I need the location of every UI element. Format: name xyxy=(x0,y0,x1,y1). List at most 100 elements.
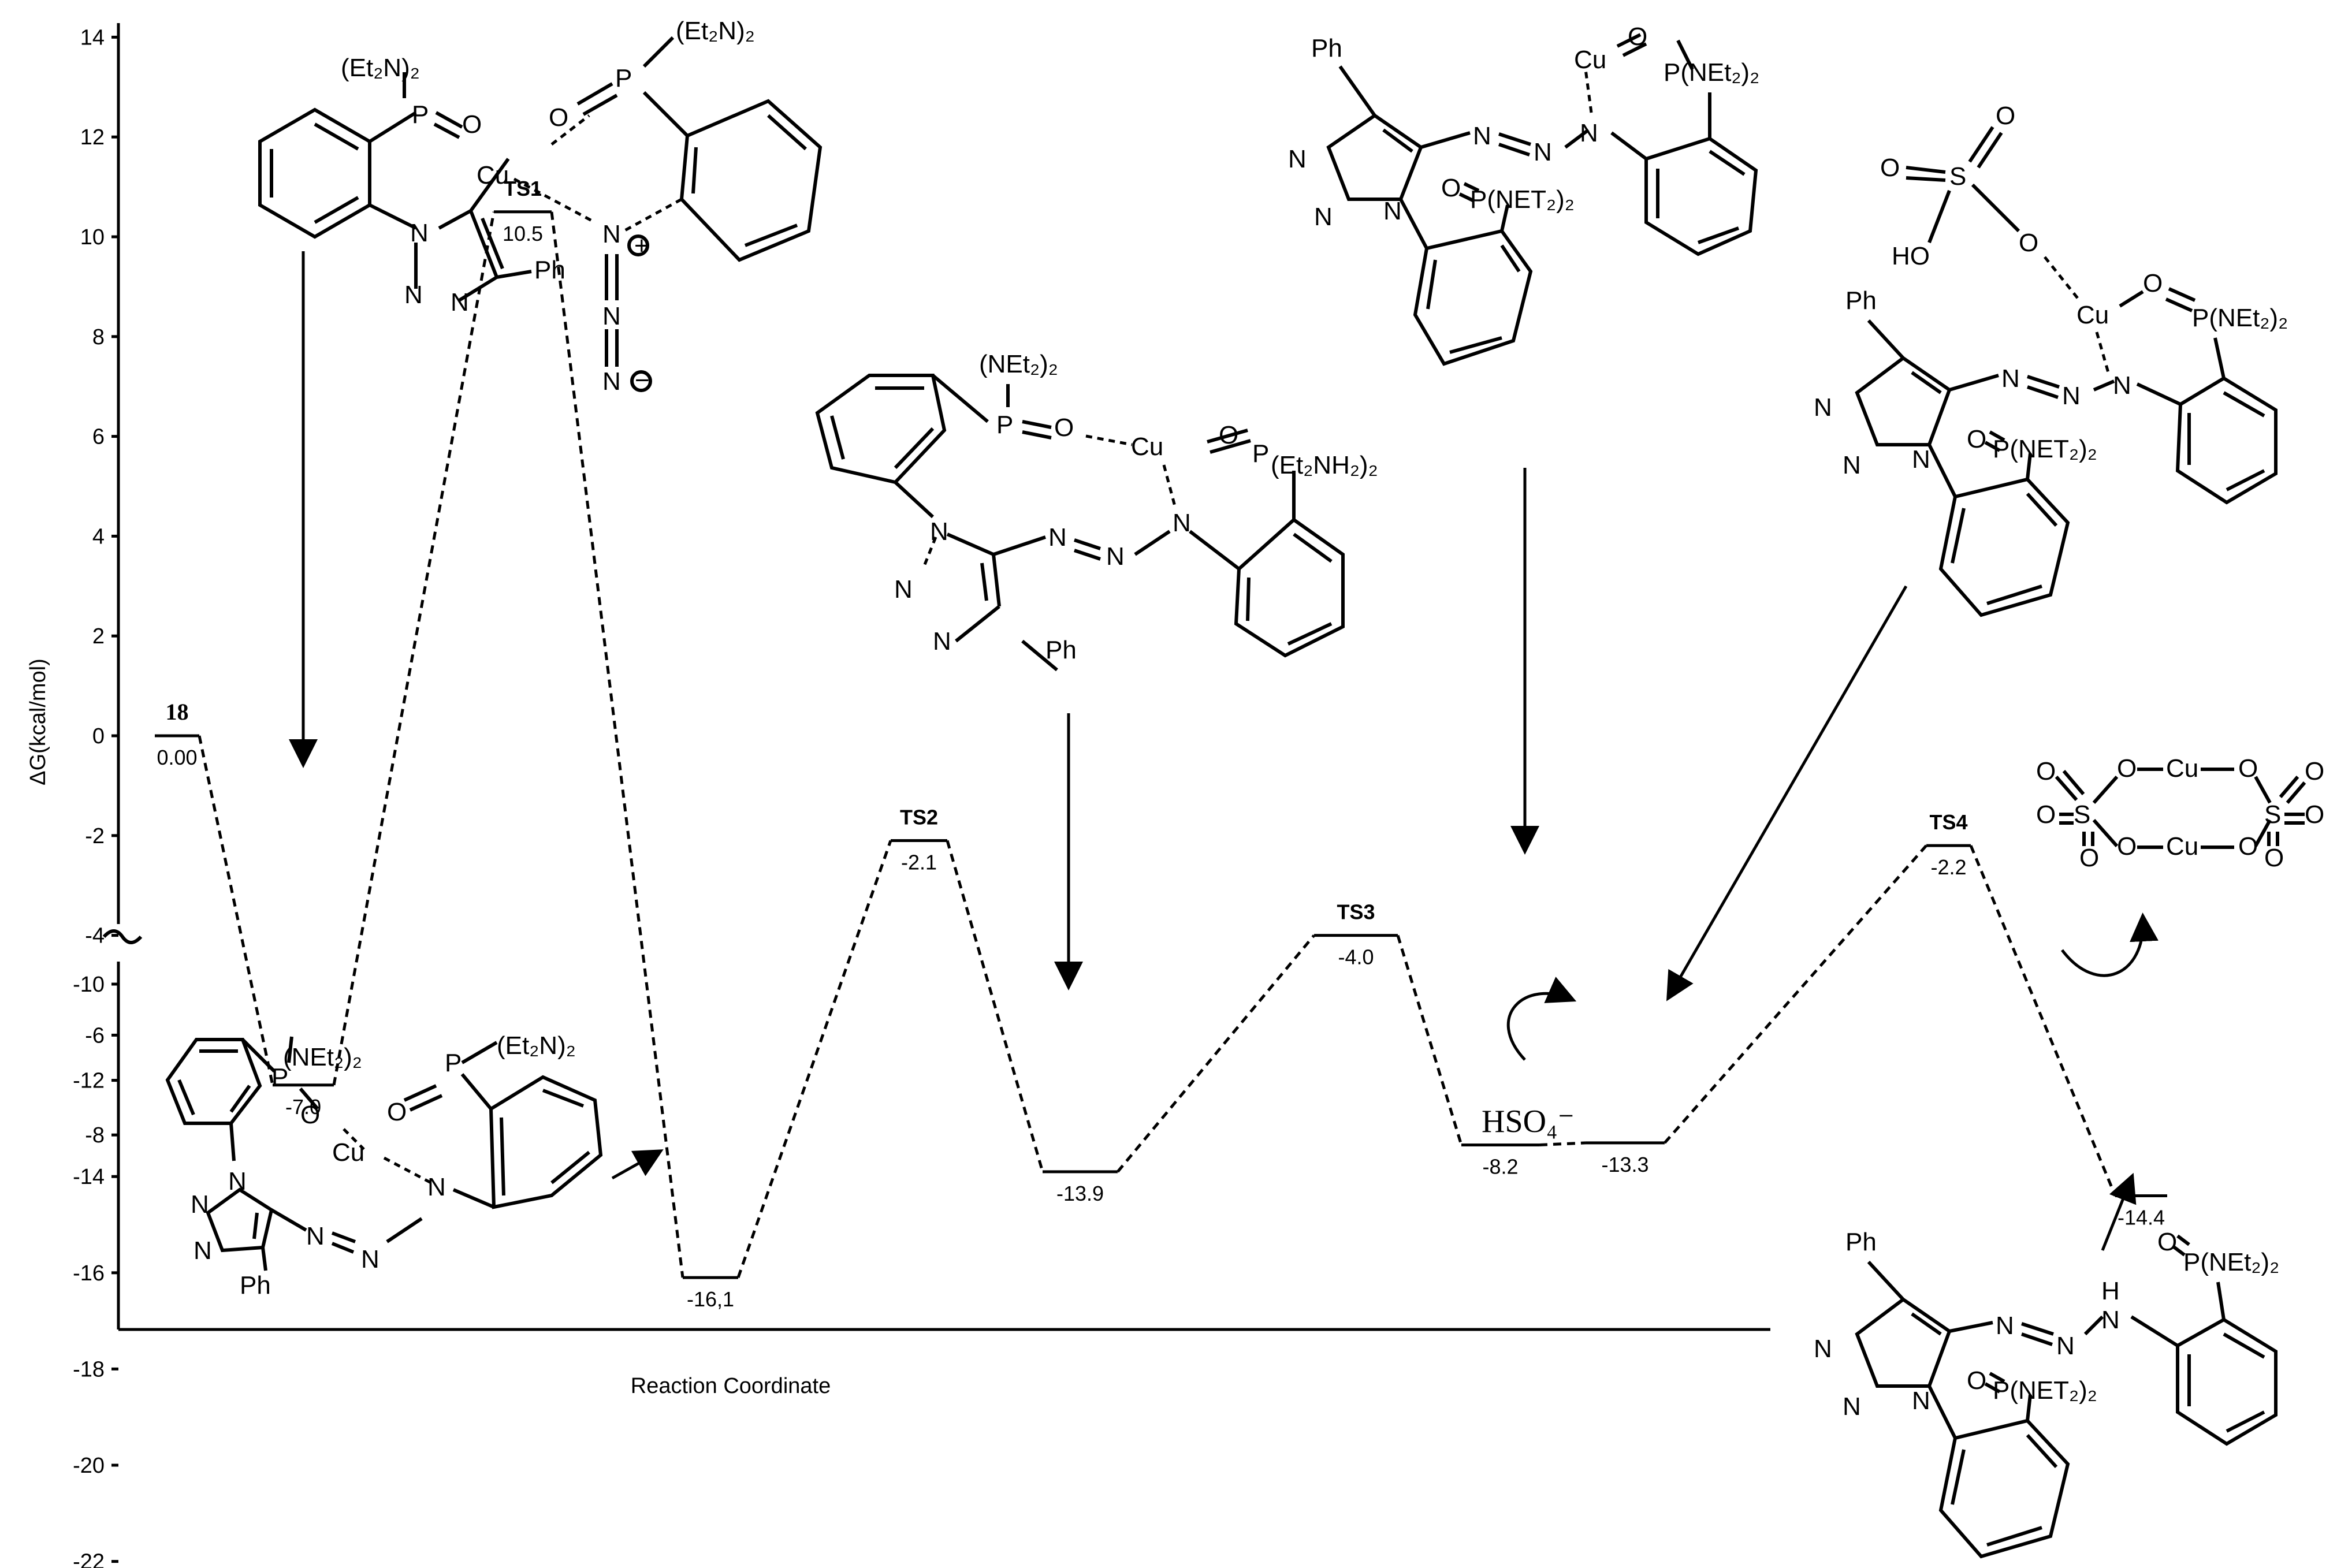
s3-n4: N xyxy=(1473,122,1491,150)
connector xyxy=(198,735,274,1086)
s3-ph: Ph xyxy=(1311,34,1342,62)
y-tick-label: 14 xyxy=(80,25,105,50)
s6-o-b: O xyxy=(1967,1366,1986,1395)
connector xyxy=(550,211,684,1278)
s6-p-net2: P(NEt₂)₂ xyxy=(2183,1248,2279,1276)
cuso4-o-bot1: O xyxy=(2117,832,2137,861)
arrow-s5-to-int2 xyxy=(611,1149,664,1180)
s5-n6: N xyxy=(427,1173,446,1201)
connector xyxy=(1664,844,1927,1144)
cuso4-o-ml: O xyxy=(2036,800,2056,829)
s1-ph: Ph xyxy=(534,256,565,284)
cuso4-o-bl: O xyxy=(2079,844,2099,872)
level-value-TS3: -4.0 xyxy=(1338,945,1374,969)
cuso4-o-tr: O xyxy=(2305,757,2324,785)
y-tick-label: 4 xyxy=(92,524,105,549)
s4-p-net2-b: P(NET₂)₂ xyxy=(1993,435,2097,463)
level-name-TS4: TS4 xyxy=(1929,810,1967,834)
s6-o-a: O xyxy=(2157,1228,2177,1256)
s4-n6: N xyxy=(2113,371,2131,400)
cuso4-o-bot2: O xyxy=(2238,832,2258,861)
level-name-TS1: TS1 xyxy=(504,177,542,200)
y-ticks-lower: -10-12-14-16-18-20-22 xyxy=(73,973,118,1568)
y-tick-label: 0 xyxy=(92,724,105,748)
structure-triazene-product: Ph O P(NEt₂)₂ O P(NET₂)₂ H N N N N N N xyxy=(1814,1228,2279,1559)
structure-copper-sulfate-cluster: O S O O Cu O O Cu O S O O O O xyxy=(2036,754,2324,872)
reaction-arrows xyxy=(289,251,2159,1251)
s5-et2n2: (Et₂N)₂ xyxy=(497,1031,576,1060)
level-name-TS3: TS3 xyxy=(1337,900,1375,924)
s5-o-a: O xyxy=(300,1101,320,1129)
x-axis-label: Reaction Coordinate xyxy=(631,1374,831,1398)
level-value-int6: -14.4 xyxy=(2118,1206,2165,1230)
axis-break-mark xyxy=(102,929,143,944)
level-value-int2: -16,1 xyxy=(687,1287,734,1311)
s4-o3: O xyxy=(2019,229,2038,257)
s3-n1: N xyxy=(1288,145,1307,173)
y-axis-label: ΔG(kcal/mol) xyxy=(26,658,50,785)
s5-n2: N xyxy=(191,1190,209,1219)
y-tick-label: -18 xyxy=(73,1357,105,1381)
connector xyxy=(1117,934,1315,1173)
s2-n5: N xyxy=(1106,542,1125,571)
s1-p-a: P xyxy=(412,100,429,129)
s6-h: H xyxy=(2101,1277,2120,1305)
s1-et2n2-a: (Et₂N)₂ xyxy=(341,54,420,82)
y-tick-label: -20 xyxy=(73,1454,105,1478)
s3-n6: N xyxy=(1580,119,1598,147)
s3-o: O xyxy=(1628,23,1647,51)
cuso4-o-tl: O xyxy=(2036,757,2056,785)
s6-n2: N xyxy=(1843,1392,1861,1421)
s6-ph: Ph xyxy=(1845,1228,1877,1256)
cuso4-o-top1: O xyxy=(2117,754,2137,783)
structure-triazene-cu-complex-2: (NEt₂)₂ P O Cu O P (Et₂NH₂)₂ N N N N N N… xyxy=(815,350,1378,672)
s2-o-b: O xyxy=(1219,421,1238,449)
s2-cu: Cu xyxy=(1131,433,1163,461)
s2-p-b: P xyxy=(1252,440,1269,468)
s5-n5: N xyxy=(361,1245,379,1273)
svg-text:−: − xyxy=(635,366,650,394)
level-value-TS2: -2.1 xyxy=(901,850,937,874)
y-tick-label: 8 xyxy=(92,325,105,349)
cuso4-cu-bot: Cu xyxy=(2166,832,2198,861)
connector xyxy=(946,840,1044,1172)
s1-n-mid: N xyxy=(602,302,621,330)
s1-n2: N xyxy=(404,281,423,309)
s1-cu: Cu xyxy=(477,161,509,189)
level-value-18: 0.00 xyxy=(157,746,197,769)
s6-p-net2-b: P(NET₂)₂ xyxy=(1993,1376,2097,1405)
s5-n3: N xyxy=(193,1236,212,1265)
s4-o5: O xyxy=(1967,425,1986,453)
s1-n1: N xyxy=(410,219,429,247)
connector xyxy=(332,211,496,1086)
dashed-connectors xyxy=(198,211,2117,1278)
s2-n2: N xyxy=(894,575,913,604)
s1-o-b: O xyxy=(549,103,568,132)
y-tick-label: -2 xyxy=(85,824,105,848)
s5-net2: (NEt₂)₂ xyxy=(283,1043,362,1071)
s6-n1: N xyxy=(1814,1335,1832,1363)
s5-cu: Cu xyxy=(332,1138,364,1167)
svg-text:+: + xyxy=(634,232,649,260)
y-ticks-upper: 26242220181614121086420-2-4-6-8 xyxy=(80,25,118,1148)
s5-n4: N xyxy=(306,1222,325,1250)
s4-n3: N xyxy=(1912,445,1930,474)
arrow-hso4-curve xyxy=(1506,977,1577,1061)
level-value-int5: -13.3 xyxy=(1601,1153,1648,1176)
axes: 26242220181614121086420-2-4-6-8 -10-12-1… xyxy=(26,23,1770,1568)
s4-n2: N xyxy=(1843,451,1861,479)
s3-n2: N xyxy=(1314,203,1333,231)
s3-p-net2-b: P(NET₂)₂ xyxy=(1470,185,1575,214)
cuso4-cu-top: Cu xyxy=(2166,754,2198,783)
cuso4-o-br: O xyxy=(2264,844,2284,872)
y-tick-label: -14 xyxy=(73,1165,105,1189)
y-tick-label: -4 xyxy=(85,924,105,948)
s1-n-plus: N xyxy=(602,220,621,248)
s3-o-b: O xyxy=(1441,174,1461,202)
s4-n5: N xyxy=(2062,382,2081,410)
s3-n5: N xyxy=(1534,138,1552,166)
s4-o1: O xyxy=(1880,154,1900,182)
s1-n3: N xyxy=(451,288,469,316)
s1-p-b: P xyxy=(615,64,632,92)
y-tick-label: -6 xyxy=(85,1023,105,1048)
